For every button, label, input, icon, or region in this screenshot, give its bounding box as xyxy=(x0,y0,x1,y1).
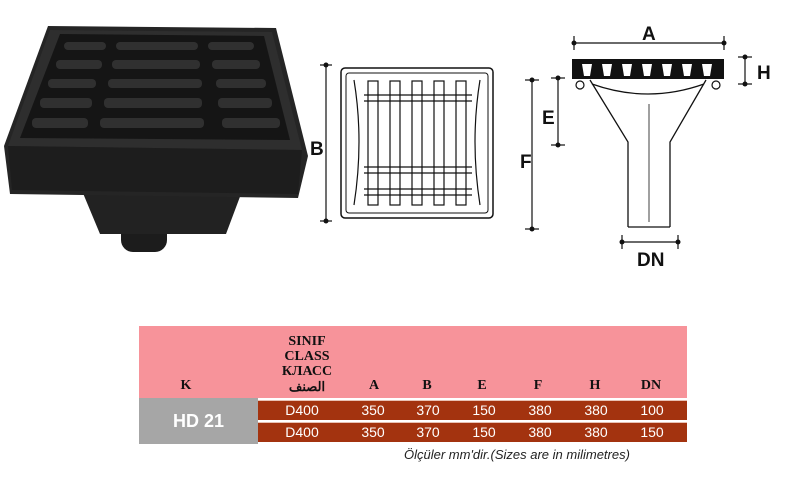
label-dn: DN xyxy=(637,250,664,271)
cell-h: 380 xyxy=(584,402,608,418)
cell-class: D400 xyxy=(285,424,319,440)
header-class-en: CLASS xyxy=(284,349,330,364)
header-a: A xyxy=(368,378,380,393)
label-e: E xyxy=(542,108,555,129)
cell-f: 380 xyxy=(528,424,552,440)
header-class-ar: الصنف xyxy=(288,379,326,394)
header-dn: DN xyxy=(640,378,662,393)
cell-a: 350 xyxy=(361,424,385,440)
cell-class: D400 xyxy=(285,402,319,418)
label-b: B xyxy=(310,139,324,160)
header-k: K xyxy=(180,378,192,393)
label-h: H xyxy=(757,63,771,84)
cell-b: 370 xyxy=(416,402,440,418)
section-view-drawing: A H E F DN xyxy=(520,24,771,271)
units-note: Ölçüler mm'dir.(Sizes are in milimetres) xyxy=(404,447,630,462)
header-class-ru: КЛАСС xyxy=(281,364,333,379)
cell-h: 380 xyxy=(584,424,608,440)
table-header: K SINIF CLASS КЛАСС الصنف A B E F H DN xyxy=(139,326,687,398)
cell-a: 350 xyxy=(361,402,385,418)
product-photo xyxy=(4,26,308,252)
header-f: F xyxy=(533,378,543,393)
cell-b: 370 xyxy=(416,424,440,440)
table-row: D400 350 370 150 380 380 100 xyxy=(258,400,687,420)
label-a: A xyxy=(642,24,656,45)
table-row: D400 350 370 150 380 380 150 xyxy=(258,422,687,442)
model-cell: HD 21 xyxy=(139,398,258,444)
cell-dn: 150 xyxy=(640,424,664,440)
cell-dn: 100 xyxy=(640,402,664,418)
cell-e: 150 xyxy=(472,402,496,418)
spec-table: K SINIF CLASS КЛАСС الصنف A B E F H DN H… xyxy=(139,326,687,446)
header-e: E xyxy=(477,378,487,393)
cell-e: 150 xyxy=(472,424,496,440)
header-class-tr: SINIF xyxy=(288,334,326,349)
header-class: SINIF CLASS КЛАСС الصنف xyxy=(257,334,357,394)
cell-f: 380 xyxy=(528,402,552,418)
label-b-wrap: B xyxy=(310,139,324,160)
top-view-drawing xyxy=(320,62,494,224)
header-b: B xyxy=(422,378,432,393)
header-h: H xyxy=(589,378,601,393)
label-f: F xyxy=(520,152,532,173)
